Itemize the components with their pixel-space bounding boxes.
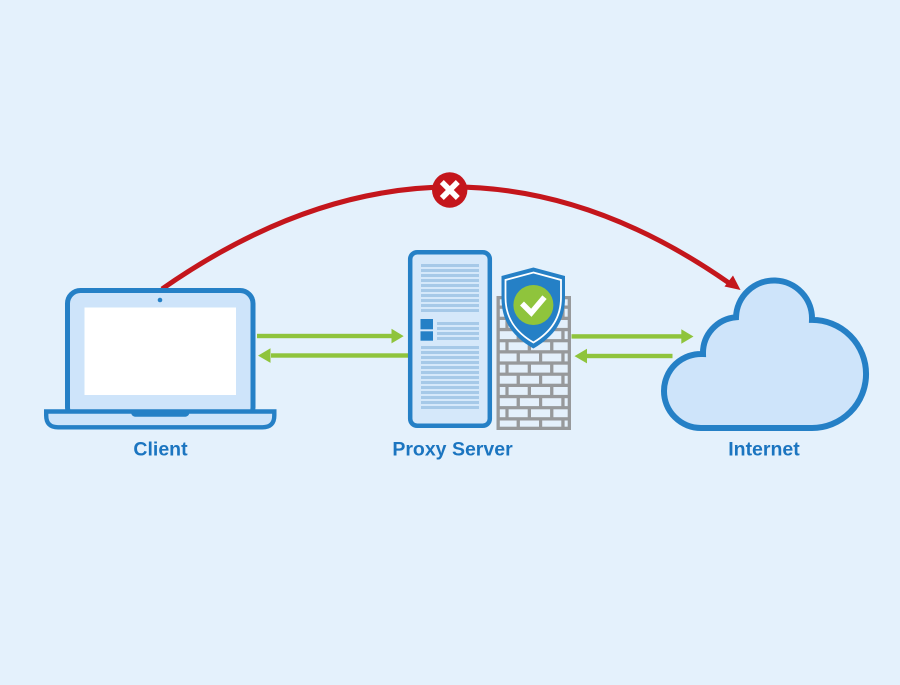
- svg-text:Proxy Server: Proxy Server: [392, 439, 513, 461]
- svg-text:Client: Client: [133, 439, 188, 461]
- svg-text:Internet: Internet: [728, 439, 800, 461]
